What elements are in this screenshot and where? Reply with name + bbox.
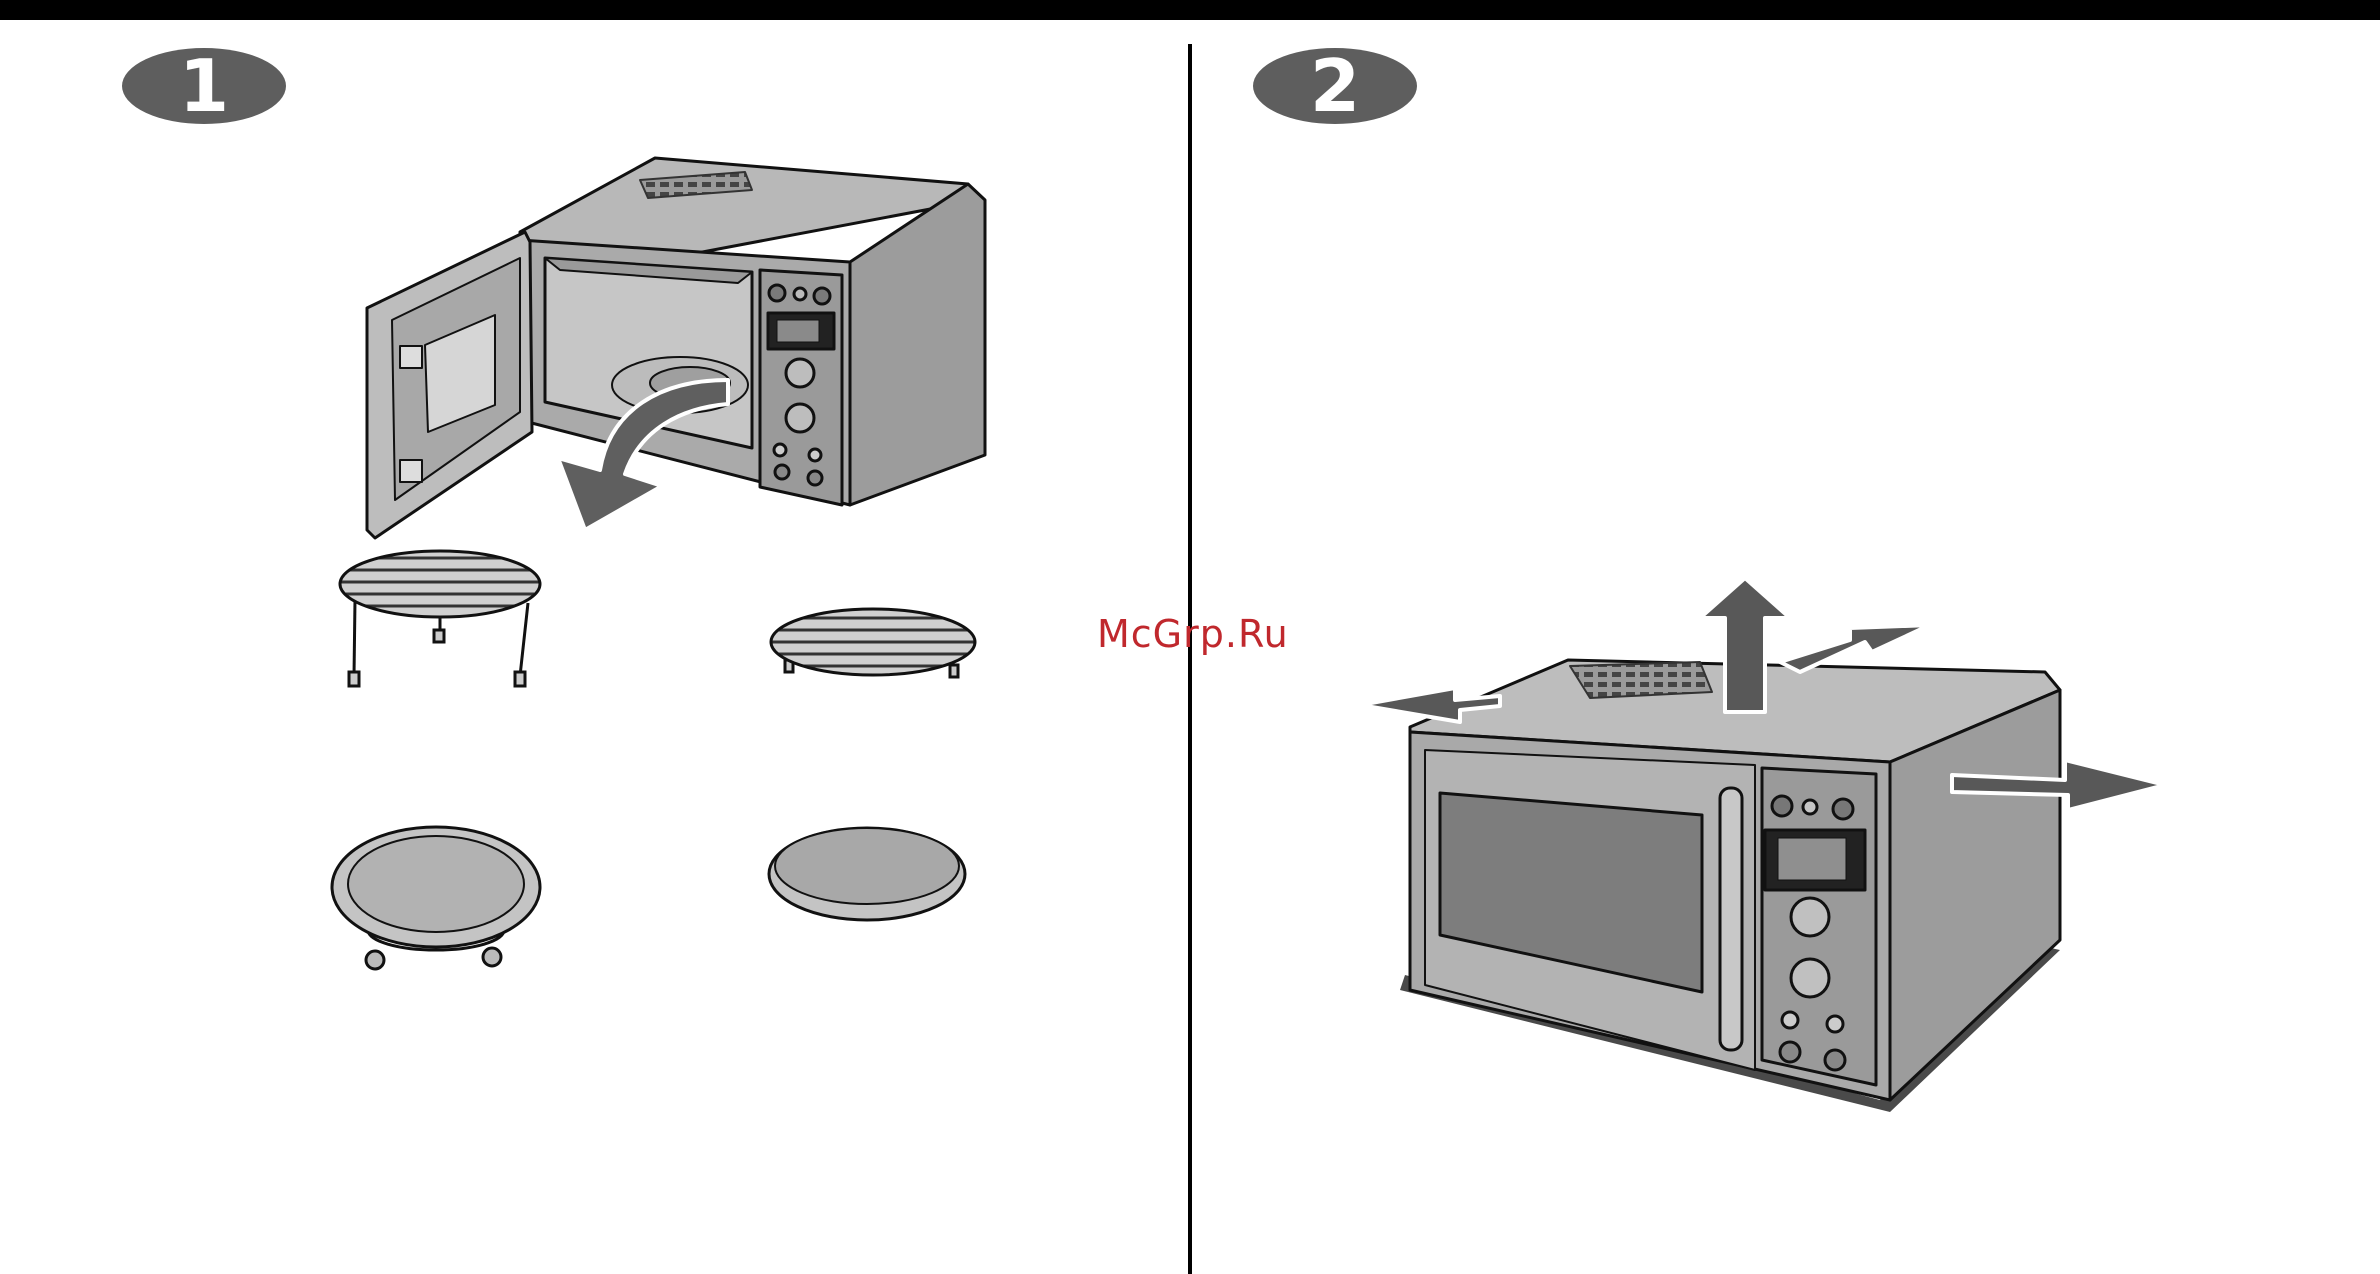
installed-microwave-illustration — [1400, 660, 2060, 1112]
open-microwave-illustration — [367, 158, 985, 538]
crisp-plate-accessory — [769, 828, 965, 920]
low-rack-accessory — [771, 609, 975, 677]
watermark-text: McGrp.Ru — [1097, 612, 1289, 656]
turntable-with-roller-ring — [332, 827, 540, 969]
high-rack-accessory — [340, 551, 540, 686]
arrow-back-right-icon — [1780, 625, 1930, 672]
